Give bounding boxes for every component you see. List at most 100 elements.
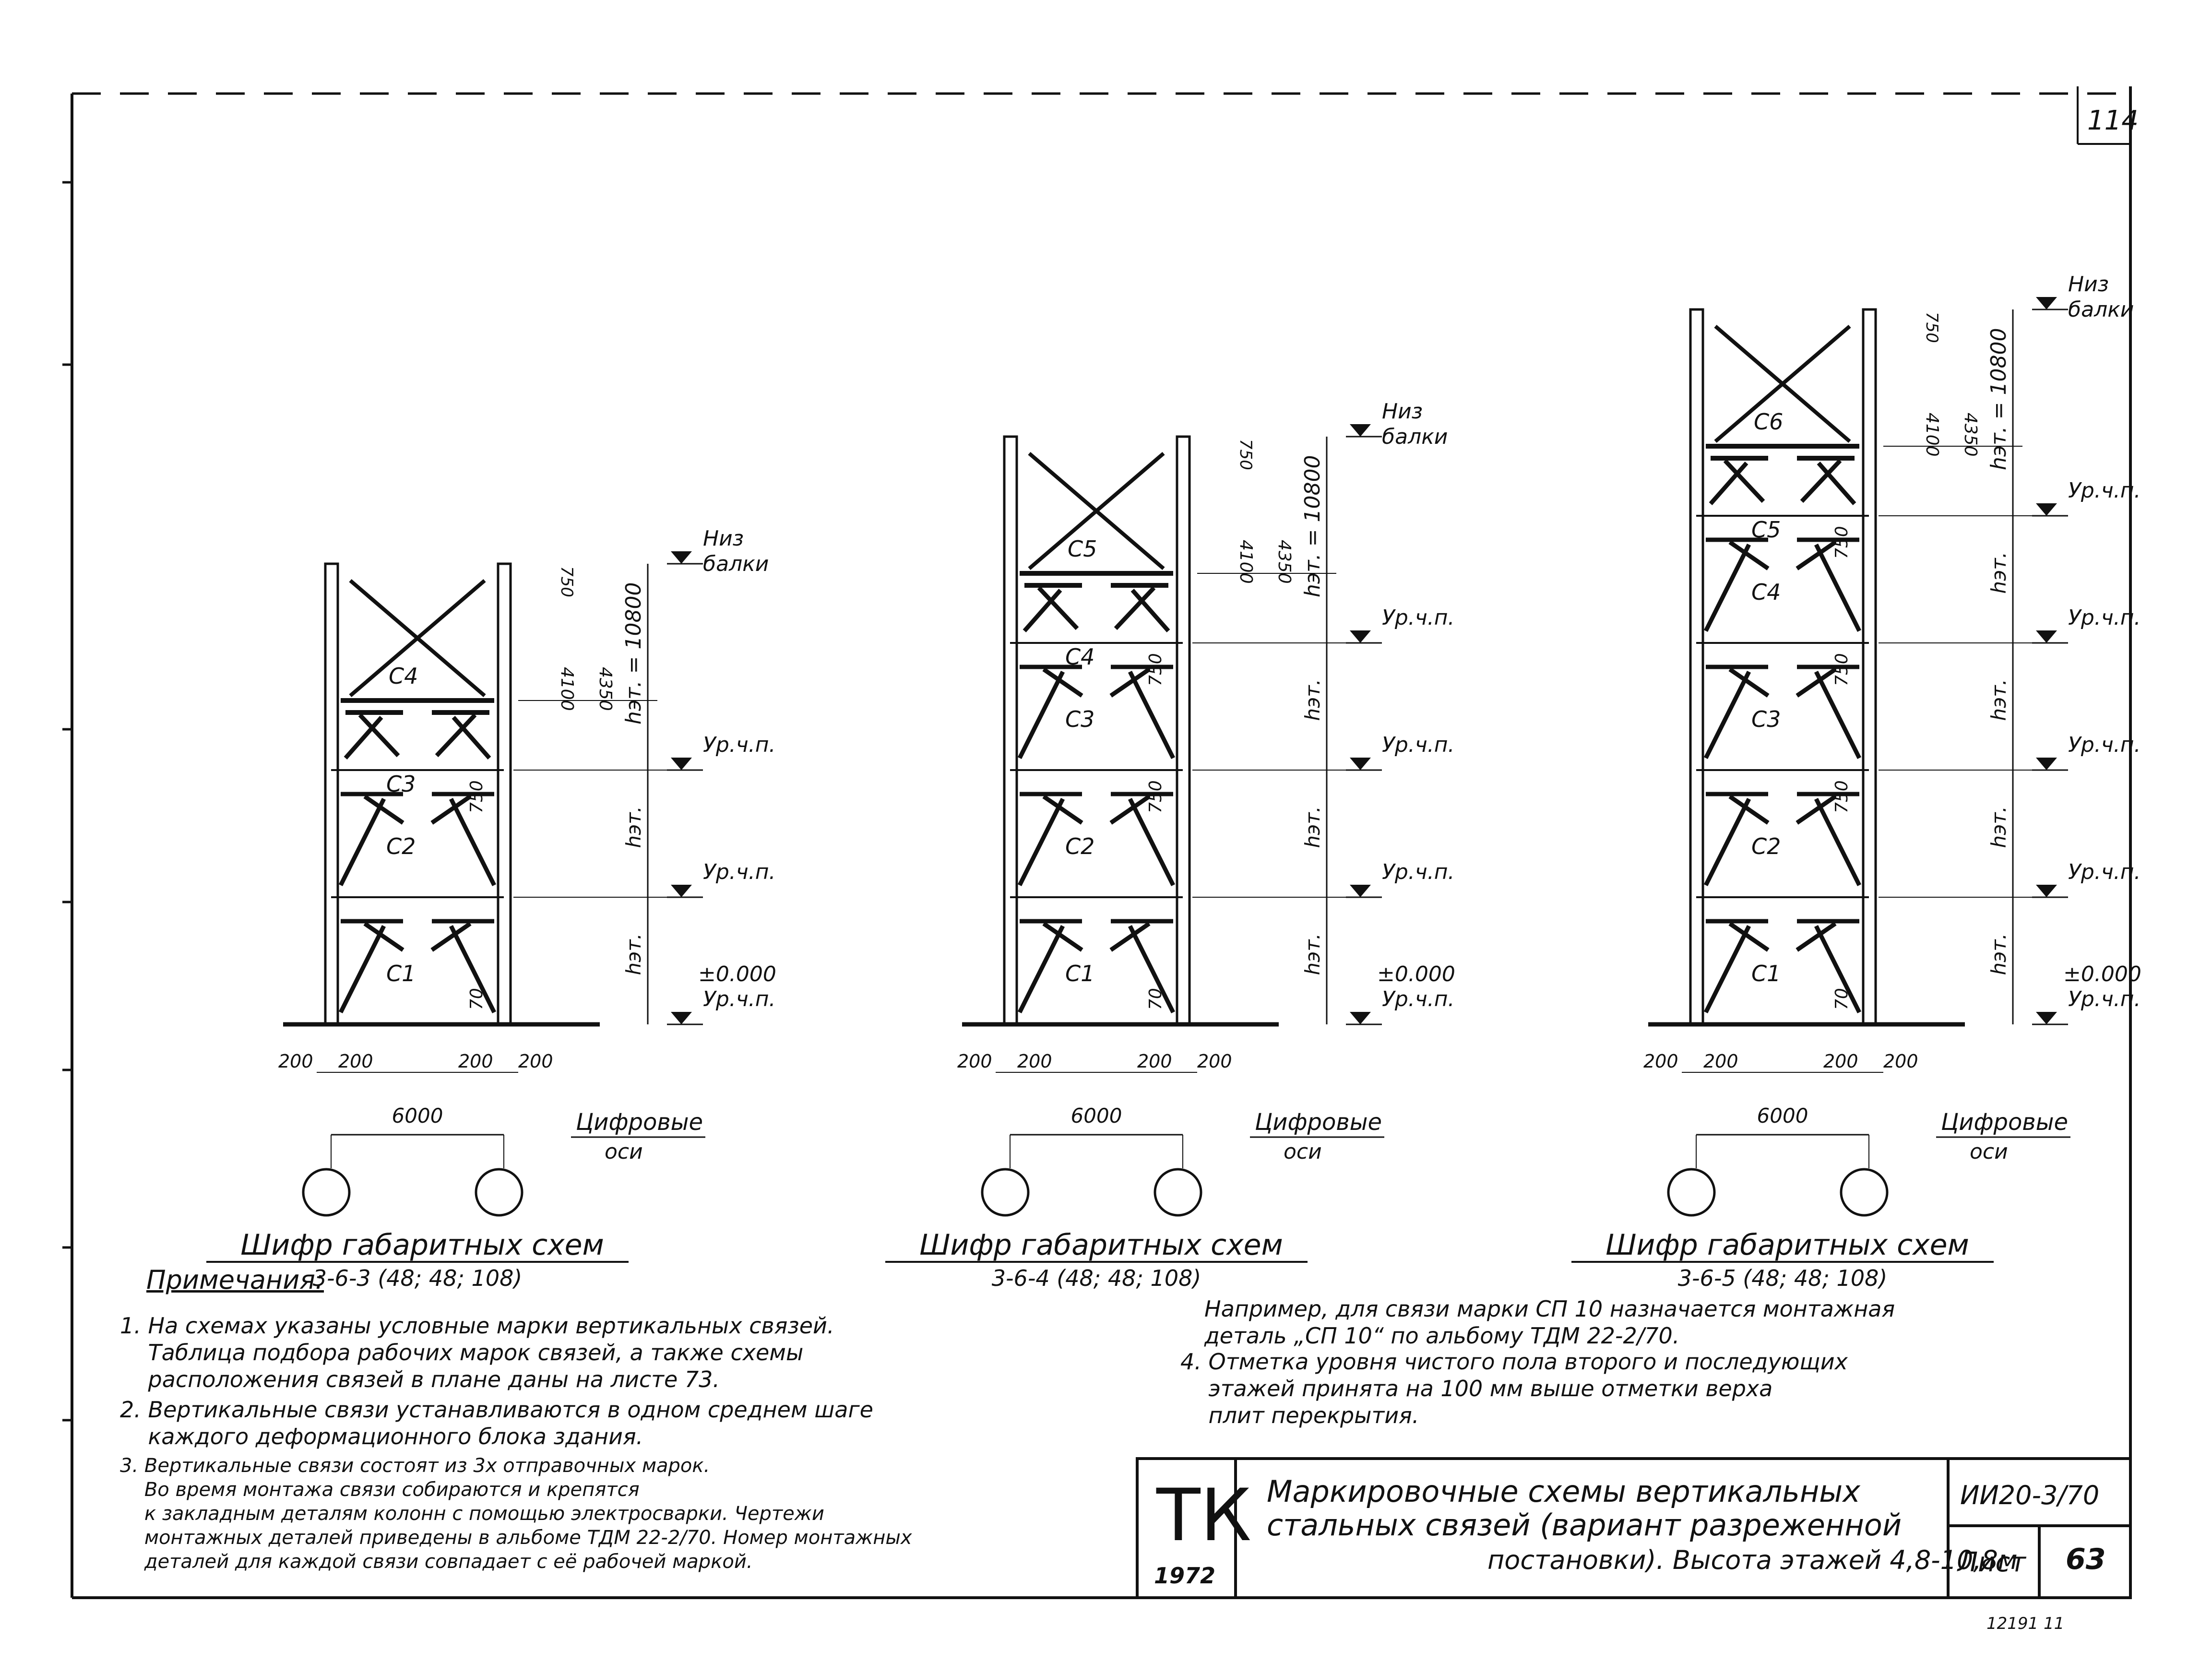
digital-axes-label-2: оси: [1284, 1140, 1322, 1164]
brace-leg: [1128, 925, 1176, 1014]
brace-leg: [430, 922, 472, 952]
scheme-1: С1С2С4С3Ур.ч.п.±0.000Ур.ч.п.Ур.ч.п.Низба…: [206, 526, 776, 1291]
zero-level-label: ±0.000: [1377, 962, 1455, 986]
upper-brace-leg: [1023, 589, 1062, 632]
scheme-2: С1С2С3С5С4Ур.ч.п.±0.000Ур.ч.п.Ур.ч.п.Ур.…: [885, 399, 1455, 1291]
tb-sheet-label: Лист: [1957, 1547, 2026, 1578]
zero-level-label: ±0.000: [698, 962, 776, 986]
dim-200: 200: [458, 1051, 493, 1072]
brace-leg: [430, 795, 472, 825]
column-1: [1003, 435, 1018, 1026]
brace-leg: [1109, 667, 1151, 698]
corner-sheet-number: 114: [2087, 105, 2139, 136]
dim-200: 200: [1883, 1051, 1918, 1072]
digital-axes-label: Цифровые: [576, 1109, 703, 1136]
marker-level-4-arrow: [2036, 503, 2057, 516]
marker-beam-arrow: [1350, 424, 1371, 437]
dim-750-top: 750: [1236, 439, 1255, 470]
x-brace-diagonal: [1714, 324, 1851, 443]
dim-6000: 6000: [1757, 1104, 1808, 1128]
schemes-group: С1С2С4С3Ур.ч.п.±0.000Ур.ч.п.Ур.ч.п.Низба…: [206, 272, 2141, 1291]
marker-level-3-arrow: [1350, 630, 1371, 643]
dim-200: 200: [1643, 1051, 1678, 1072]
dim-6000: 6000: [1071, 1104, 1122, 1128]
brace-leg: [1728, 795, 1770, 825]
dim-4100: 4100: [557, 667, 577, 711]
upper-brace-leg: [1114, 586, 1156, 630]
brace-leg: [449, 925, 497, 1014]
marker-ground-arrow: [1350, 1012, 1371, 1024]
tb-mark: ТК: [1156, 1474, 1251, 1557]
brace-leg: [1814, 543, 1862, 632]
marker-ground-label: Ур.ч.п.: [2068, 987, 2141, 1011]
upper-brace-leg: [435, 713, 477, 758]
brace-leg: [338, 797, 386, 887]
beam-bottom-label: балки: [703, 552, 769, 576]
floor-height-dim: hэт.: [1987, 806, 2010, 848]
marker-level-2-label: Ур.ч.п.: [703, 733, 775, 757]
brace-leg: [1703, 797, 1751, 887]
column-1: [324, 562, 339, 1026]
brace-mark-2: С2: [1065, 833, 1094, 859]
upper-brace-leg: [1037, 586, 1079, 630]
brace-mark-2: С2: [1751, 833, 1781, 859]
digital-axes-label-2: оси: [605, 1140, 643, 1164]
offset-dim: 70: [1832, 988, 1852, 1010]
upper-brace-leg: [1723, 459, 1765, 503]
top-storey-height-dim: hэт. = 10800: [1986, 328, 2011, 470]
upper-brace-leg: [1130, 589, 1170, 632]
marker-level-1-label: Ур.ч.п.: [2068, 860, 2141, 884]
dim-200: 200: [957, 1051, 992, 1072]
marker-level-3-label: Ур.ч.п.: [2068, 605, 2141, 630]
upper-brace-leg: [344, 716, 383, 760]
floor-height-dim: hэт.: [1301, 933, 1324, 975]
brace-leg: [1017, 925, 1065, 1014]
brace-leg: [1017, 670, 1065, 760]
cipher-title: Шифр габаритных схем: [919, 1228, 1283, 1262]
brace-leg: [1128, 670, 1176, 760]
brace-leg: [1796, 540, 1837, 570]
axis-circle-2: [475, 1168, 523, 1217]
offset-dim: 750: [1832, 780, 1852, 813]
brace-mark-1: С1: [1751, 961, 1781, 986]
brace-mark-x: С6: [1754, 409, 1783, 435]
offset-dim: 70: [1146, 988, 1165, 1010]
offset-dim: 750: [1146, 653, 1165, 686]
cipher-code: 3-6-3 (48; 48; 108): [313, 1265, 523, 1291]
brace-mark-3: С3: [1065, 706, 1094, 732]
column-2: [1862, 308, 1877, 1026]
tb-doc-code: ИИ20-3/70: [1960, 1480, 2099, 1510]
cipher-code: 3-6-5 (48; 48; 108): [1678, 1265, 1888, 1291]
marker-level-1-label: Ур.ч.п.: [703, 860, 775, 884]
axis-circle-1: [302, 1168, 351, 1217]
brace-leg: [1703, 543, 1751, 632]
brace-leg: [1796, 922, 1837, 952]
dim-4100: 4100: [1922, 413, 1942, 457]
marker-level-1-arrow: [1350, 885, 1371, 897]
marker-ground-arrow: [671, 1012, 692, 1024]
brace-mark-2: С2: [386, 833, 416, 859]
brace-leg: [338, 925, 386, 1014]
brace-leg: [1796, 795, 1837, 825]
marker-beam-arrow: [2036, 297, 2057, 309]
note-3: 3. Вертикальные связи состоят из 3х отпр…: [120, 1455, 912, 1573]
offset-dim: 750: [467, 780, 487, 813]
dim-200: 200: [278, 1051, 313, 1072]
offset-dim: 750: [1832, 653, 1852, 686]
brace-leg: [1728, 667, 1770, 698]
floor-height-dim: hэт.: [1987, 679, 2010, 721]
dim-200: 200: [1137, 1051, 1172, 1072]
axis-circle-1: [981, 1168, 1030, 1217]
marker-level-1-label: Ур.ч.п.: [1382, 860, 1454, 884]
digital-axes-label: Цифровые: [1255, 1109, 1382, 1136]
dim-200: 200: [338, 1051, 373, 1072]
dim-4100: 4100: [1236, 540, 1256, 584]
brace-mark-1: С1: [1065, 961, 1094, 986]
dim-200: 200: [1197, 1051, 1232, 1072]
brace-leg: [363, 795, 404, 825]
upper-brace-leg: [1800, 459, 1842, 503]
marker-level-3-arrow: [2036, 630, 2057, 643]
digital-axes-label: Цифровые: [1941, 1109, 2068, 1136]
offset-dim: 750: [1832, 526, 1852, 559]
